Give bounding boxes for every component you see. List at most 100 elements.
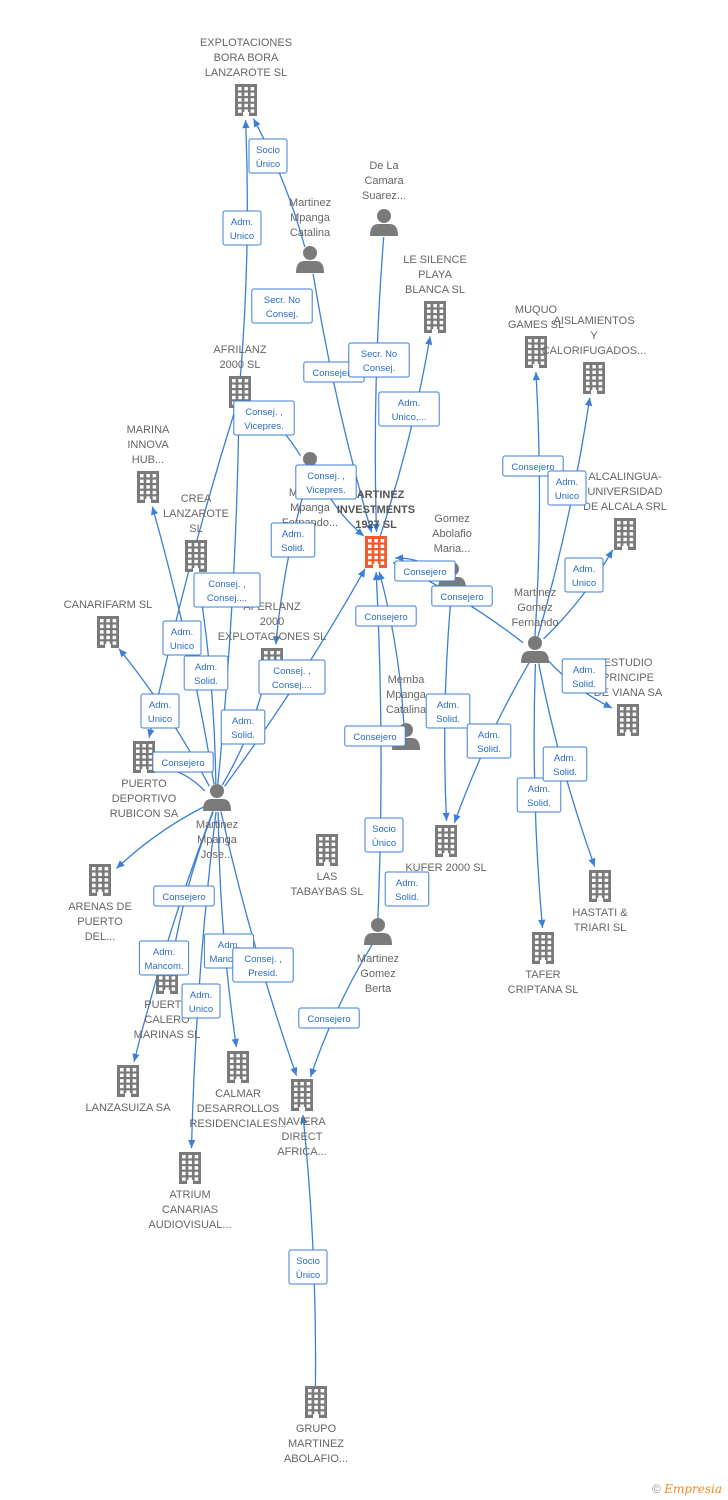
relation-label[interactable]: Consej. ,Vicepres.: [295, 464, 357, 500]
relation-label[interactable]: Adm.Unico: [162, 620, 202, 656]
relation-label[interactable]: Adm.Solid.: [516, 777, 562, 813]
relation-text: Solid.: [477, 744, 501, 755]
relation-text: Adm.: [231, 217, 253, 228]
relation-label[interactable]: Consej. ,Presid.: [232, 947, 294, 983]
relation-edge: [372, 236, 385, 533]
node-label: LE SILENCE: [403, 254, 467, 266]
company-node[interactable]: ARENAS DEPUERTODEL...: [68, 864, 132, 943]
relation-text: Consej. ,: [307, 471, 345, 482]
relation-label[interactable]: Consej. ,Consej....: [258, 659, 326, 695]
relation-label[interactable]: Consejero: [152, 751, 214, 773]
company-node[interactable]: NAVIERADIRECTAFRICA...: [277, 1079, 327, 1158]
company-node[interactable]: GRUPOMARTINEZABOLAFIO...: [284, 1386, 348, 1465]
node-label: RUBICON SA: [110, 808, 179, 820]
relation-label[interactable]: Adm.Solid.: [183, 655, 229, 691]
node-label: Jose...: [201, 849, 233, 861]
company-node[interactable]: LANZASUIZA SA: [86, 1065, 172, 1114]
company-node[interactable]: MARINAINNOVAHUB...: [127, 424, 170, 503]
relation-edge: [377, 571, 405, 724]
relation-label[interactable]: Consej. ,Consej....: [193, 572, 261, 608]
company-node[interactable]: HASTATI &TRIARI SL: [572, 870, 628, 934]
relation-label[interactable]: Adm.Unico,...: [378, 391, 440, 427]
company-node[interactable]: KUFER 2000 SL: [405, 825, 487, 874]
relation-label[interactable]: Consejero: [298, 1007, 360, 1029]
relation-label[interactable]: Consejero: [502, 455, 564, 477]
building-icon: [424, 301, 446, 333]
node-label: CANARIFARM SL: [64, 599, 153, 611]
relation-text: Solid.: [231, 730, 255, 741]
relation-text: Adm.: [149, 700, 171, 711]
person-node[interactable]: De LaCamaraSuarez...: [362, 160, 406, 236]
relation-label[interactable]: Consejero: [344, 725, 406, 747]
node-label: LANZASUIZA SA: [86, 1102, 172, 1114]
relation-label[interactable]: Adm.Unico: [547, 470, 587, 506]
node-label: Mpanga: [386, 689, 427, 701]
building-icon: [97, 616, 119, 648]
brand-name: Empresia: [664, 1482, 722, 1496]
company-node[interactable]: ATRIUMCANARIASAUDIOVISUAL...: [148, 1152, 232, 1231]
building-icon: [179, 1152, 201, 1184]
relation-text: Consej.: [363, 363, 395, 374]
relation-label[interactable]: Consejero: [153, 885, 215, 907]
footer-brand[interactable]: © Empresia: [652, 1482, 722, 1496]
relation-text: Consejero: [364, 612, 407, 623]
relation-label[interactable]: Adm.Solid.: [384, 871, 430, 907]
company-node[interactable]: CALMARDESARROLLOSRESIDENCIALES...: [189, 1051, 287, 1130]
relation-text: Adm.: [554, 753, 576, 764]
node-label: Mpanga: [197, 834, 238, 846]
relation-label[interactable]: Adm.Unico: [564, 557, 604, 593]
relation-text: Consejero: [162, 892, 205, 903]
relation-label[interactable]: Consej. ,Vicepres.: [233, 400, 295, 436]
relation-label[interactable]: Adm.Solid.: [542, 746, 588, 782]
relation-label[interactable]: Adm.Unico: [222, 210, 262, 246]
relation-text: Unico: [148, 714, 172, 725]
company-node[interactable]: CANARIFARM SL: [64, 599, 153, 648]
relation-label[interactable]: Adm.Solid.: [561, 658, 607, 694]
relation-label[interactable]: Adm.Solid.: [425, 693, 471, 729]
node-label: DIRECT: [282, 1131, 323, 1143]
relation-text: Solid.: [194, 676, 218, 687]
relation-label[interactable]: Adm.Solid.: [466, 723, 512, 759]
node-label: BLANCA SL: [405, 284, 465, 296]
person-node[interactable]: MartinezMpangaJose...: [196, 784, 238, 861]
node-label: Mpanga: [290, 502, 331, 514]
building-icon: [133, 741, 155, 773]
node-label: PUERTO: [121, 778, 167, 790]
relation-text: Adm.: [190, 990, 212, 1001]
relation-text: Adm.: [437, 700, 459, 711]
company-node[interactable]: AISLAMIENTOSYCALORIFUGADOS...: [542, 315, 647, 394]
relation-edge: [188, 811, 217, 1149]
relation-label[interactable]: Consejero: [355, 605, 417, 627]
relation-edge: [239, 119, 250, 379]
node-label: CALORIFUGADOS...: [542, 345, 647, 357]
relation-label[interactable]: Adm.Solid.: [270, 522, 316, 558]
relation-label[interactable]: Consejero: [431, 585, 493, 607]
relation-text: Consej. ,: [245, 407, 283, 418]
relation-label[interactable]: Adm.Unico: [181, 983, 221, 1019]
relation-label[interactable]: Adm.Mancom.: [138, 940, 190, 976]
relation-label[interactable]: Consejero: [394, 560, 456, 582]
relation-text: Adm.: [573, 665, 595, 676]
relation-label[interactable]: Adm. Unico: [140, 693, 180, 729]
relation-label[interactable]: Adm.Solid.: [220, 709, 266, 745]
